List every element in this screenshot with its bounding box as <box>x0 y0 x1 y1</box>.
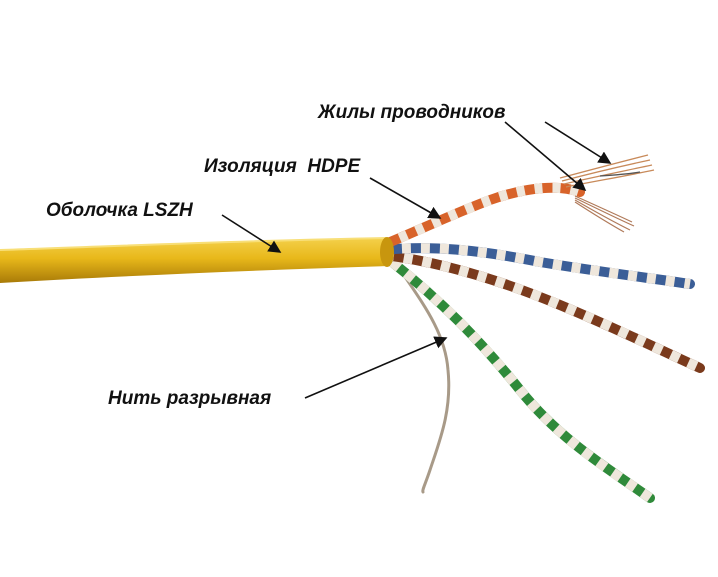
blue-pair <box>378 243 695 289</box>
arrow-sheath <box>221 214 282 253</box>
green-pair <box>387 257 655 503</box>
cable-jacket <box>0 237 394 283</box>
label-ripcord: Нить разрывная <box>108 388 271 409</box>
conductor-strands-middle <box>574 195 635 233</box>
ripcord-thread <box>393 260 451 494</box>
conductor-strands-top <box>559 154 655 188</box>
arrow-conductors-1 <box>544 121 612 164</box>
brown-pair <box>380 250 705 373</box>
orange-pair <box>378 182 585 250</box>
arrow-ripcord <box>304 336 448 399</box>
label-conductors: Жилы проводников <box>317 102 506 123</box>
arrow-conductors-2 <box>504 121 587 192</box>
label-sheath: Оболочка LSZH <box>46 200 194 221</box>
label-insulation: Изоляция HDPE <box>204 156 361 177</box>
arrow-insulation <box>369 177 442 219</box>
